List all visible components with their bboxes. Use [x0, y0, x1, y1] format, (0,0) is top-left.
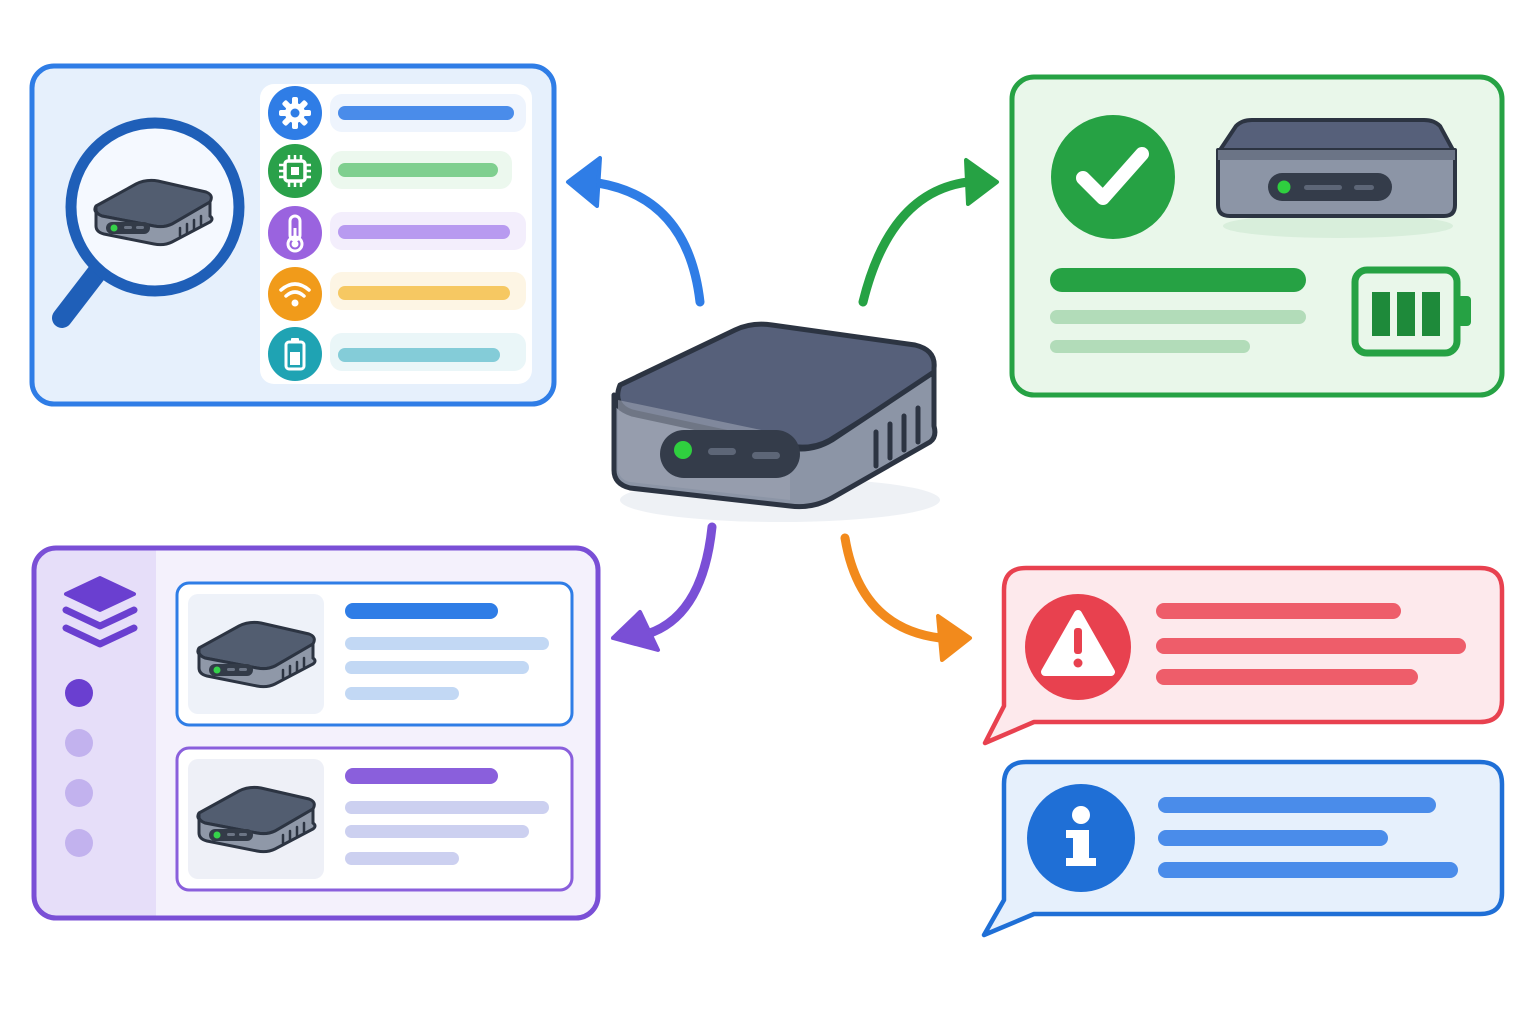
inspect-row-network[interactable] [268, 267, 526, 321]
card-title-bar [345, 768, 498, 784]
nav-dot-2[interactable] [65, 729, 93, 757]
arrow-to-inspect [566, 156, 705, 307]
arrow-to-alerts [840, 533, 972, 662]
inspect-row-hardware[interactable] [268, 144, 512, 198]
info-alert[interactable] [981, 759, 1505, 938]
warning-alert[interactable] [982, 565, 1505, 746]
warning-triangle-icon [1025, 594, 1131, 700]
battery-full-icon [1351, 266, 1471, 357]
warning-bar-2 [1156, 638, 1466, 654]
info-bar-1 [1158, 797, 1436, 813]
nav-dot-4[interactable] [65, 829, 93, 857]
warning-bar-3 [1156, 669, 1418, 685]
info-bar-2 [1158, 830, 1388, 846]
inspect-panel [29, 63, 557, 407]
hardware-bar [338, 163, 498, 177]
inspect-row-settings[interactable] [268, 86, 526, 140]
inspect-row-power[interactable] [268, 327, 526, 381]
central-device [611, 321, 940, 522]
arrow-to-list [611, 522, 717, 652]
power-bar [338, 348, 500, 362]
nav-dot-1[interactable] [65, 679, 93, 707]
nav-dot-3[interactable] [65, 779, 93, 807]
magnifier-icon [52, 117, 245, 328]
status-bar-tertiary [1050, 340, 1250, 353]
wifi-icon [268, 267, 322, 321]
status-bar-primary [1050, 268, 1306, 292]
info-icon [1027, 784, 1135, 892]
status-panel [1009, 74, 1505, 398]
list-panel [31, 545, 601, 921]
status-device [1216, 118, 1457, 238]
device-card-2[interactable] [175, 746, 574, 892]
device-led [674, 441, 692, 459]
device-vents [873, 405, 921, 469]
check-circle-icon [1051, 115, 1175, 239]
warning-bar-1 [1156, 603, 1401, 619]
arrow-to-status [858, 158, 999, 307]
inspect-row-temperature[interactable] [268, 206, 526, 260]
settings-bar [338, 106, 514, 120]
card-title-bar [345, 603, 498, 619]
temperature-bar [338, 225, 510, 239]
device-card-1[interactable] [175, 581, 574, 727]
info-bar-3 [1158, 862, 1458, 878]
status-bar-secondary [1050, 310, 1306, 324]
layers-icon[interactable] [62, 576, 138, 648]
network-bar [338, 286, 510, 300]
